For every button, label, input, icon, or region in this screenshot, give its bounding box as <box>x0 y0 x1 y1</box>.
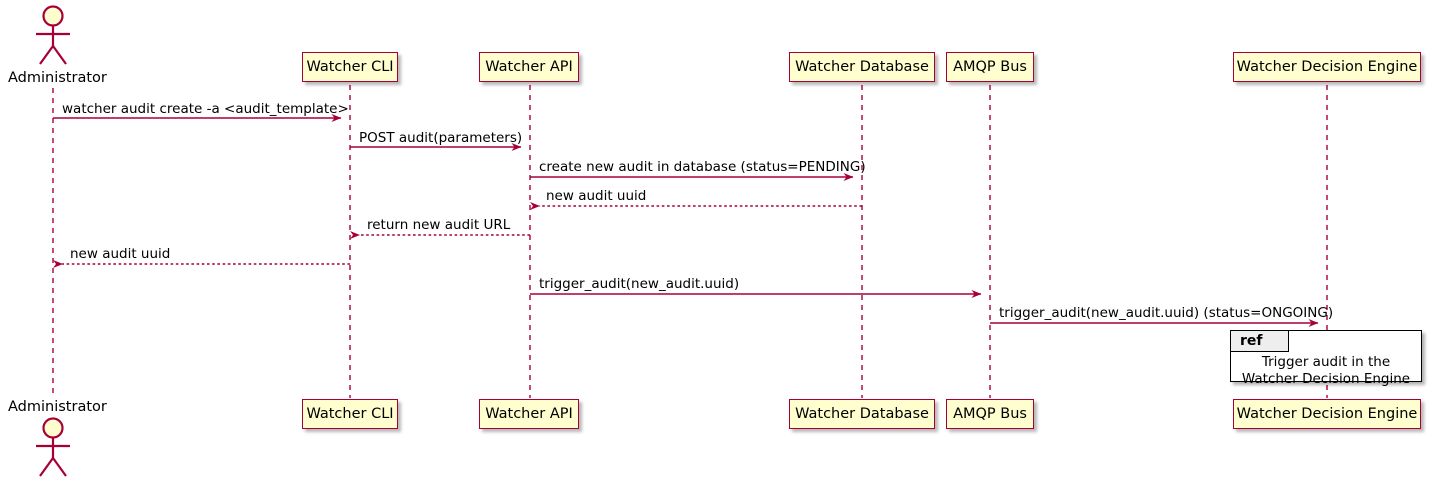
participant-label: Watcher API <box>485 405 573 422</box>
ref-fragment-line-1: Trigger audit in the <box>1261 354 1391 370</box>
participant-label: Watcher CLI <box>306 405 394 422</box>
message-label-1: watcher audit create -a <audit_template> <box>62 101 349 117</box>
participant-box-cli-bottom[interactable]: Watcher CLI <box>302 399 398 429</box>
participant-box-wde-top[interactable]: Watcher Decision Engine <box>1233 52 1421 82</box>
actor-figure-bottom <box>36 417 70 477</box>
ref-fragment-tab <box>1231 331 1289 352</box>
participant-box-api-bottom[interactable]: Watcher API <box>479 399 579 429</box>
participant-box-cli-top[interactable]: Watcher CLI <box>302 52 398 82</box>
participant-label: Watcher Database <box>795 405 929 422</box>
participant-box-db-top[interactable]: Watcher Database <box>789 52 935 82</box>
participant-box-amqp-top[interactable]: AMQP Bus <box>946 52 1034 82</box>
participant-box-api-top[interactable]: Watcher API <box>479 52 579 82</box>
participant-label: Watcher CLI <box>306 58 394 75</box>
message-label-5: return new audit URL <box>367 217 511 233</box>
lifelines <box>52 85 1328 398</box>
ref-fragment-body: Trigger audit in the Watcher Decision En… <box>1231 354 1421 388</box>
actor-label-bottom: Administrator <box>8 399 107 415</box>
participant-label: Watcher Decision Engine <box>1236 405 1418 422</box>
participant-label: Watcher API <box>485 58 573 75</box>
participant-label: AMQP Bus <box>953 405 1027 422</box>
actor-label-top: Administrator <box>8 70 107 86</box>
ref-fragment-line-2: Watcher Decision Engine <box>1241 371 1411 387</box>
ref-fragment: ref Trigger audit in the Watcher Decisio… <box>1230 330 1422 387</box>
message-label-4: new audit uuid <box>546 188 647 204</box>
message-label-6: new audit uuid <box>70 246 171 262</box>
ref-fragment-tab-label: ref <box>1240 333 1263 349</box>
message-label-2: POST audit(parameters) <box>359 130 523 146</box>
participant-label: Watcher Database <box>795 58 929 75</box>
participant-box-db-bottom[interactable]: Watcher Database <box>789 399 935 429</box>
participant-box-wde-bottom[interactable]: Watcher Decision Engine <box>1233 399 1421 429</box>
message-label-7: trigger_audit(new_audit.uuid) <box>539 276 740 292</box>
message-label-3: create new audit in database (status=PEN… <box>539 159 866 175</box>
actor-figure-top <box>36 5 70 65</box>
participant-label: Watcher Decision Engine <box>1236 58 1418 75</box>
participant-label: AMQP Bus <box>953 58 1027 75</box>
message-label-8: trigger_audit(new_audit.uuid) (status=ON… <box>999 305 1334 321</box>
participant-box-amqp-bottom[interactable]: AMQP Bus <box>946 399 1034 429</box>
